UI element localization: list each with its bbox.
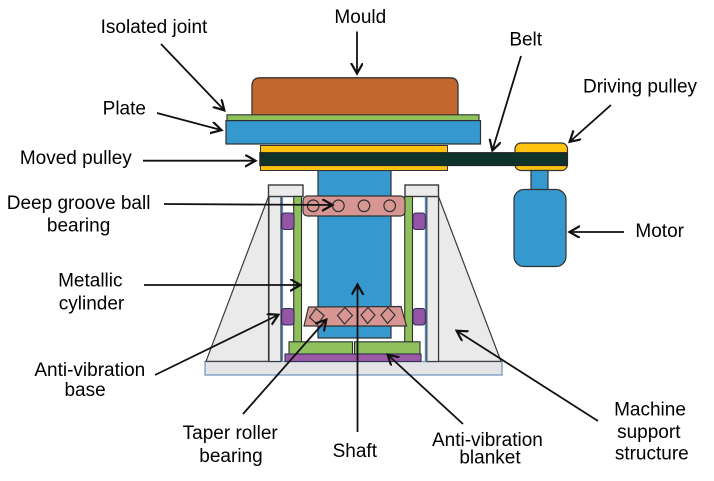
- svg-text:support: support: [617, 422, 681, 443]
- svg-text:Belt: Belt: [509, 29, 542, 50]
- svg-text:Mould: Mould: [334, 7, 386, 28]
- svg-text:Taper roller: Taper roller: [183, 423, 279, 444]
- svg-text:Anti-vibration: Anti-vibration: [432, 430, 543, 451]
- svg-text:Isolated joint: Isolated joint: [101, 17, 208, 38]
- svg-text:Plate: Plate: [103, 99, 146, 120]
- svg-text:structure: structure: [615, 444, 689, 465]
- svg-text:Machine: Machine: [614, 400, 686, 421]
- svg-text:Driving pulley: Driving pulley: [583, 77, 698, 98]
- svg-text:Metallic: Metallic: [58, 271, 122, 292]
- svg-text:blanket: blanket: [459, 447, 521, 468]
- svg-text:Moved pulley: Moved pulley: [20, 148, 132, 169]
- svg-text:Deep groove ball: Deep groove ball: [7, 193, 151, 214]
- svg-text:Anti-vibration: Anti-vibration: [34, 360, 145, 381]
- svg-text:bearing: bearing: [199, 446, 262, 467]
- svg-text:Shaft: Shaft: [333, 441, 378, 462]
- svg-text:Motor: Motor: [635, 221, 684, 242]
- svg-text:base: base: [64, 380, 105, 401]
- svg-text:cylinder: cylinder: [59, 294, 125, 315]
- svg-text:bearing: bearing: [47, 216, 110, 237]
